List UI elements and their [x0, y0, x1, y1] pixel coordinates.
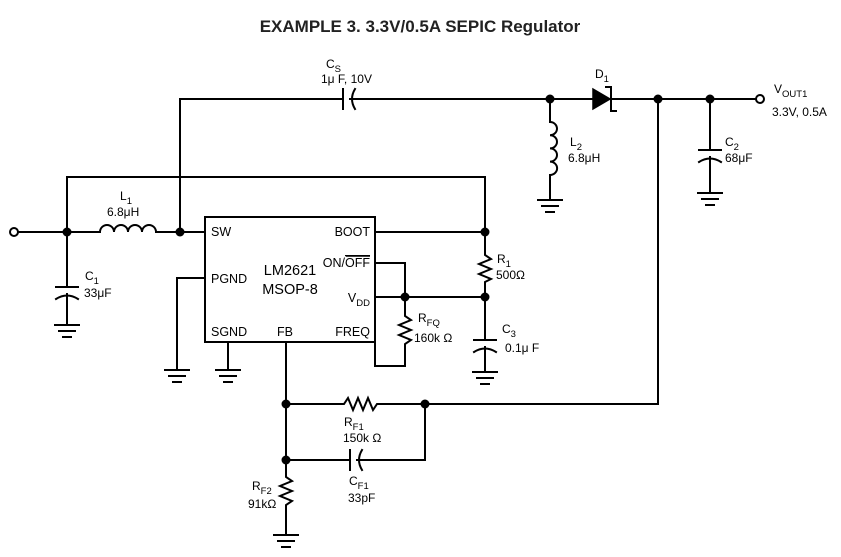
label-rf2-value: 91kΩ: [248, 497, 276, 511]
resistor-rf2: [277, 472, 295, 516]
label-vout-value: 3.3V, 0.5A: [772, 105, 827, 119]
pin-sw: SW: [211, 225, 231, 239]
chip-name: LM2621: [264, 263, 316, 279]
label-cf1-ref: CF1: [349, 474, 369, 492]
label-r1-ref: R1: [497, 252, 511, 270]
label-rf2-ref: RF2: [252, 479, 272, 497]
label-rfq-value: 160k Ω: [414, 331, 452, 345]
resistor-r1: [476, 250, 494, 286]
label-rf1-ref: RF1: [344, 415, 364, 433]
pin-boot: BOOT: [335, 225, 371, 239]
capacitor-c2: [697, 149, 723, 164]
ground-c3: [472, 371, 498, 385]
resistor-rf1: [339, 395, 381, 413]
inductor-l1: [98, 224, 158, 234]
label-cf1-value: 33pF: [348, 491, 375, 505]
ground-pgnd: [164, 369, 190, 383]
label-cs-ref: CS: [326, 57, 341, 75]
pin-fb: FB: [277, 325, 293, 339]
label-l2-value: 6.8μH: [568, 151, 600, 165]
label-c2-value: 68μF: [725, 151, 753, 165]
label-rf1-value: 150k Ω: [343, 431, 381, 445]
ground-rf2: [273, 534, 299, 548]
junction-dots: [62, 94, 715, 465]
wires: [17, 98, 757, 536]
capacitor-cs: [342, 87, 357, 111]
capacitor-c1: [54, 286, 80, 301]
label-c2-ref: C2: [725, 135, 739, 153]
label-c3-value: 0.1μ F: [505, 341, 539, 355]
chip-package: MSOP-8: [262, 282, 318, 298]
label-r1-value: 500Ω: [496, 268, 525, 282]
capacitor-cf1: [349, 448, 364, 472]
label-c1-ref: C1: [85, 269, 99, 287]
ground-c1: [54, 324, 80, 338]
label-c3-ref: C3: [502, 322, 516, 340]
ground-sgnd: [215, 369, 241, 383]
pin-freq: FREQ: [335, 325, 370, 339]
ground-l2: [537, 199, 563, 213]
resistor-rfq: [396, 311, 414, 351]
pin-vdd: VDD: [348, 291, 370, 309]
pin-sgnd: SGND: [211, 325, 247, 339]
label-rfq-ref: RFQ: [418, 311, 440, 329]
diode-d1: [592, 86, 617, 112]
diagram-title: EXAMPLE 3. 3.3V/0.5A SEPIC Regulator: [260, 17, 581, 36]
ground-c2: [697, 192, 723, 206]
label-c1-value: 33μF: [84, 286, 112, 300]
pin-pgnd: PGND: [211, 272, 247, 286]
output-terminal: [755, 94, 765, 104]
label-cs-value: 1μ F, 10V: [321, 72, 372, 86]
label-d1: D1: [595, 67, 609, 85]
label-l1-value: 6.8μH: [107, 205, 139, 219]
inductor-l2: [548, 120, 559, 177]
label-l1-ref: L1: [120, 189, 132, 207]
capacitor-c3: [472, 339, 498, 354]
lm2621-ic: LM2621 MSOP-8 SW PGND SGND FB BOOT ON/OF…: [204, 216, 376, 343]
pin-onoff: ON/OFF: [323, 256, 371, 270]
input-terminal: [9, 227, 19, 237]
label-vout-ref: VOUT1: [774, 82, 807, 100]
label-l2-ref: L2: [570, 135, 582, 153]
